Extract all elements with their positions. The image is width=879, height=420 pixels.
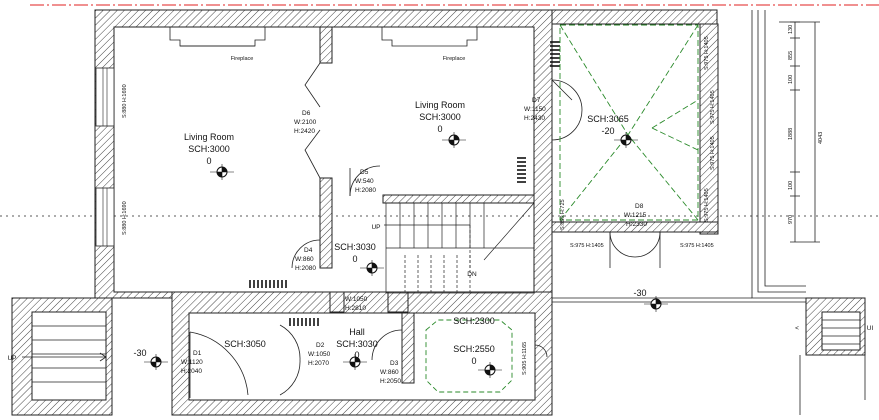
living-right-sch: SCH:3000 [419,112,461,122]
window-cons-tr4-label: S:975 H:1405 [704,188,710,222]
garden-level: -30 [633,288,646,298]
entry-up-label: UP [7,355,16,362]
window-cons-b2-label: S:975 H:1405 [680,243,714,249]
stair-landing-sch: SCH:3030 [334,242,376,252]
living-right-name: Living Room [415,100,465,110]
window-cons-tr2-label: S:975 H:1405 [710,90,716,124]
level-markers [144,132,668,378]
conservatory-level: -20 [601,126,614,136]
right-up-label: UI [867,325,874,332]
dim-855: 855 [788,51,794,60]
boundary-lines [552,10,866,415]
window-labels: S:880 H:1690 S:880 H:1690 S:975 H:1405 S… [122,36,716,375]
porch-up-arrow [22,352,107,362]
dim-100b: 100 [788,181,794,190]
living-left-name: Living Room [184,132,234,142]
dimension-labels: 130 855 100 1888 100 970 4043 [788,25,824,224]
dim-130: 130 [788,25,794,34]
room-labels: Living Room SCH:3000 0 Living Room SCH:3… [133,100,646,366]
dim-4043: 4043 [818,132,824,144]
window-cons-b1-label: S:975 H:1405 [570,243,604,249]
wc-sch-top: SCH:2300 [453,316,495,326]
window-cons-left-label: S:850 H:725 [560,199,566,230]
fireplace-right-label: Fireplace [443,56,466,62]
fireplaces [169,27,478,47]
living-right-level: 0 [437,124,442,134]
stair-up-label: UP [371,224,380,231]
dim-1888: 1888 [788,128,794,140]
dim-970: 970 [788,215,794,224]
hall-sch: SCH:3030 [336,339,378,349]
dim-100a: 100 [788,75,794,84]
hall-name: Hall [349,327,365,337]
living-left-sch: SCH:3000 [188,144,230,154]
window-left-top-label: S:880 H:1690 [122,84,128,118]
conservatory-roof-lines [559,24,699,221]
porch-sch: SCH:3050 [224,339,266,349]
wc-level: 0 [471,356,476,366]
front-step-level: -30 [133,348,146,358]
left-windows [95,67,115,247]
door-swings [189,62,661,398]
stair-landing-level: 0 [352,254,357,264]
window-wc-label: S:905 H:1165 [522,342,528,375]
misc-labels: Fireplace Fireplace UP DN UP UI < [7,56,873,362]
conservatory-sch: SCH:3065 [587,114,629,124]
window-cons-tr3-label: S:975 H:1405 [710,136,716,170]
right-arrow-label: < [795,325,799,332]
stairs [32,202,860,383]
wc-sch: SCH:2550 [453,344,495,354]
window-left-bottom-label: S:880 H:1690 [122,201,128,235]
fireplace-left-label: Fireplace [231,56,254,62]
walls [11,9,866,416]
wc-roof-lines [425,319,513,393]
window-cons-tr1-label: S:975 H:1405 [704,36,710,70]
hall-level: 0 [354,350,359,360]
living-left-level: 0 [206,156,211,166]
radiators [249,41,560,326]
stair-down-label: DN [467,271,477,278]
